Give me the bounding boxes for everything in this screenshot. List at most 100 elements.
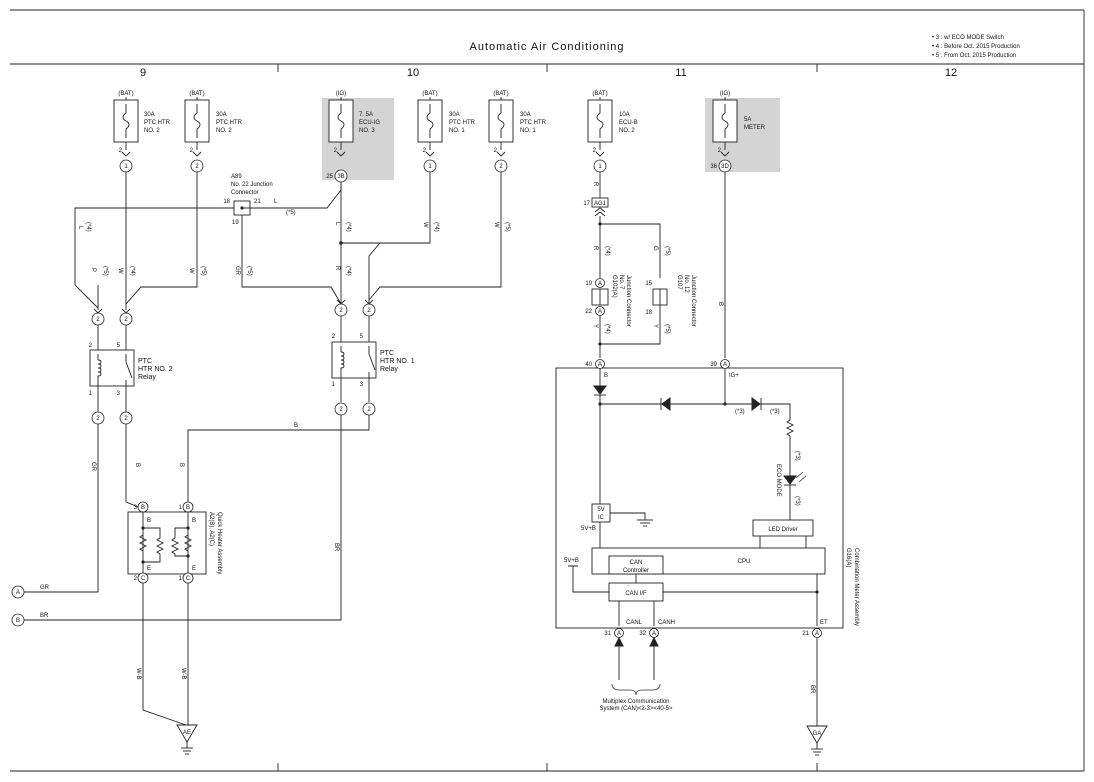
tag-5-f: (*5) <box>664 324 670 334</box>
wire-label-y-b: Y <box>652 324 658 328</box>
can-bus-lines: Multiplex Communication System (CAN)<2-3… <box>599 636 673 712</box>
svg-text:LED Driver: LED Driver <box>768 527 797 533</box>
svg-text:1: 1 <box>428 164 432 170</box>
wire-g107-to-meter <box>600 305 661 345</box>
tag-5-b: (*5) <box>200 266 206 276</box>
column-label-11: 11 <box>675 67 686 79</box>
column-label-9: 9 <box>140 67 146 79</box>
wire-label-r-c: R <box>592 246 598 251</box>
svg-text:CANL: CANL <box>626 620 643 626</box>
note-1: • 3 : w/ ECO MODE Switch <box>932 35 1004 41</box>
svg-text:39: 39 <box>710 362 717 368</box>
svg-text:GA: GA <box>813 731 822 737</box>
offpage-connector-b: B BR <box>11 613 49 627</box>
svg-text:1: 1 <box>598 164 602 170</box>
junction-connector-a89: A89 No. 22 Junction Connector 18 21 19 <box>223 174 272 226</box>
tag-4-f: (*4) <box>604 246 610 256</box>
wire-label-r: R <box>334 266 340 271</box>
svg-text:2: 2 <box>124 317 128 323</box>
svg-text:NO. 3: NO. 3 <box>359 128 375 134</box>
svg-text:2: 2 <box>96 416 100 422</box>
svg-text:No. 22 Junction: No. 22 Junction <box>231 182 273 188</box>
wire-label-gr-b: GR <box>90 462 96 472</box>
wire-heater-ground-a <box>142 583 187 726</box>
quick-heater-assembly: B B 3 1 B B E E C C 2 1 A2(B), A2(C) Qui… <box>125 501 222 584</box>
svg-text:5: 5 <box>360 334 364 340</box>
svg-text:B: B <box>141 505 145 511</box>
tag-5-d: (*5) <box>504 222 510 232</box>
fuse-meter: (IG) 5A METER 2 36 3D <box>710 91 766 173</box>
wire-label-b-c: B <box>717 302 723 306</box>
svg-text:No. 12: No. 12 <box>683 275 689 293</box>
svg-text:36: 36 <box>710 164 717 170</box>
svg-text:Quick Heater Assembly: Quick Heater Assembly <box>216 512 222 574</box>
svg-text:PTC HTR: PTC HTR <box>449 120 476 126</box>
svg-text:B: B <box>192 518 196 524</box>
column-ticks <box>277 64 818 771</box>
tag-5-a: (*5) <box>102 266 108 276</box>
tag-5-c: (*5) <box>246 266 252 276</box>
svg-text:E: E <box>192 566 196 572</box>
wire-label-w-b: W <box>188 268 194 274</box>
wire-label-g: G <box>652 246 658 251</box>
svg-text:3D: 3D <box>721 164 729 170</box>
wire-label-wb-a: W-B <box>135 668 141 680</box>
svg-text:1: 1 <box>179 505 183 511</box>
svg-text:5: 5 <box>117 343 121 349</box>
svg-text:G102(A): G102(A) <box>611 275 617 298</box>
svg-text:Controller: Controller <box>623 568 649 574</box>
svg-text:Connector: Connector <box>231 190 259 196</box>
svg-text:PTC HTR: PTC HTR <box>216 120 243 126</box>
svg-text:Relay: Relay <box>380 366 398 373</box>
svg-text:A89: A89 <box>231 174 242 180</box>
wire-label-l: L <box>77 226 83 230</box>
fuse-ecu-b-no2: (BAT) 10A ECU-B NO. 2 2 1 <box>587 91 638 173</box>
svg-text:40: 40 <box>585 362 592 368</box>
tag-4-e: (*4) <box>433 222 439 232</box>
svg-text:21: 21 <box>802 631 809 637</box>
svg-text:NO. 2: NO. 2 <box>144 128 160 134</box>
wire-label-gr: GR <box>234 266 240 276</box>
svg-text:ECU-IG: ECU-IG <box>359 120 380 126</box>
svg-text:C: C <box>141 576 146 582</box>
svg-text:3: 3 <box>117 391 121 397</box>
svg-text:2: 2 <box>195 164 199 170</box>
svg-text:ECU-B: ECU-B <box>619 120 638 126</box>
svg-text:C: C <box>186 576 191 582</box>
svg-text:IG+: IG+ <box>729 373 739 379</box>
wire-label-w-d: W <box>493 222 499 228</box>
wire-label-l-top: L <box>274 199 278 205</box>
svg-text:PTC: PTC <box>380 350 394 357</box>
svg-text:(BAT): (BAT) <box>118 91 133 97</box>
svg-text:METER: METER <box>744 125 766 131</box>
svg-text:2: 2 <box>367 308 371 314</box>
svg-text:2: 2 <box>134 576 138 582</box>
svg-text:System (CAN)<2-3><40-5>: System (CAN)<2-3><40-5> <box>599 706 673 712</box>
diagram-title: Automatic Air Conditioning <box>469 41 624 53</box>
wire-label-l-b: L <box>334 222 340 226</box>
svg-text:2: 2 <box>339 407 343 413</box>
svg-text:A: A <box>617 631 621 637</box>
svg-text:B: B <box>147 518 151 524</box>
fuse-ptc-htr-no2-b: (BAT) 30A PTC HTR NO. 2 2 2 <box>184 91 243 173</box>
svg-text:2: 2 <box>718 148 722 154</box>
svg-text:2: 2 <box>124 416 128 422</box>
svg-text:HTR NO. 1: HTR NO. 1 <box>380 358 415 365</box>
svg-text:A: A <box>598 309 602 315</box>
svg-text:1: 1 <box>124 164 128 170</box>
svg-text:5V+B: 5V+B <box>564 558 579 564</box>
svg-text:G107: G107 <box>676 275 682 290</box>
svg-text:PTC: PTC <box>138 358 152 365</box>
ground-ae: AE <box>176 724 198 755</box>
wire-label-r-b: R <box>592 182 598 187</box>
svg-text:Relay: Relay <box>138 374 156 381</box>
fuse-ptc-htr-no1-a: (BAT) 30A PTC HTR NO. 1 2 1 <box>417 91 476 173</box>
svg-text:2: 2 <box>494 148 498 154</box>
svg-text:A: A <box>598 362 602 368</box>
tag-4-g: (*4) <box>604 324 610 334</box>
note-2: • 4 : Before Oct. 2015 Production <box>932 44 1020 50</box>
svg-text:A2(B), A2(C): A2(B), A2(C) <box>208 512 214 546</box>
tag-5: (*5) <box>286 210 296 216</box>
column-label-12: 12 <box>945 67 957 79</box>
